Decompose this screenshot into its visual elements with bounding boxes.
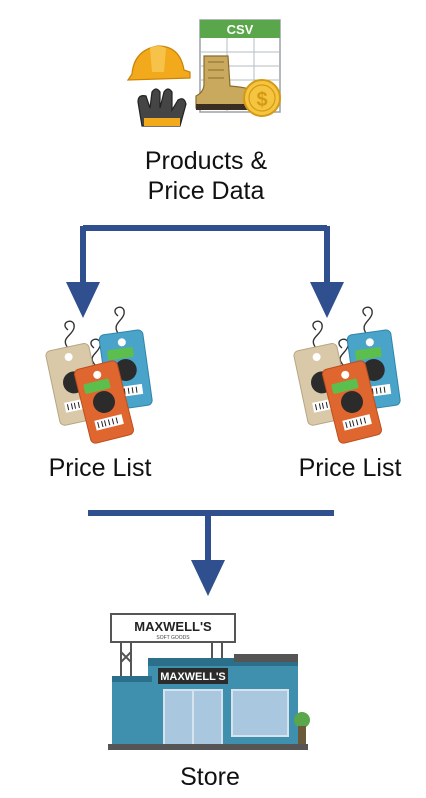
split-connector: [80, 225, 330, 286]
work-glove: [137, 88, 187, 127]
price-list-right-label: Price List: [298, 454, 402, 482]
store-label: Store: [180, 763, 240, 791]
merge-connector: [88, 510, 334, 564]
products-price-data-icon: CSV $: [126, 19, 281, 127]
rooftop-sign-subtext: SOFT GOODS: [156, 635, 190, 641]
rooftop-sign: [110, 613, 236, 643]
products-label-line1: Products &: [144, 147, 268, 175]
front-sign: [158, 668, 228, 684]
store-window: [231, 689, 289, 737]
products-label-line2: Price Data: [147, 177, 265, 205]
front-sign-text: MAXWELL'S: [160, 671, 226, 683]
csv-header-bar: [200, 20, 280, 38]
store-building-icon: MAXWELL'S SOFT GOODS MAXWELL'S: [108, 613, 310, 750]
store-base: [108, 744, 308, 750]
arrow-to-price-list-left: [66, 282, 100, 318]
svg-text:$: $: [256, 89, 267, 111]
rooftop-sign-text: MAXWELL'S: [134, 619, 212, 634]
arrow-to-store: [191, 560, 225, 596]
arrow-to-price-list-right: [310, 282, 344, 318]
price-list-left-label: Price List: [48, 454, 152, 482]
price-tags-icon-left: [44, 306, 154, 445]
price-tags-icon-right: [292, 306, 402, 445]
csv-label: CSV: [227, 22, 254, 37]
